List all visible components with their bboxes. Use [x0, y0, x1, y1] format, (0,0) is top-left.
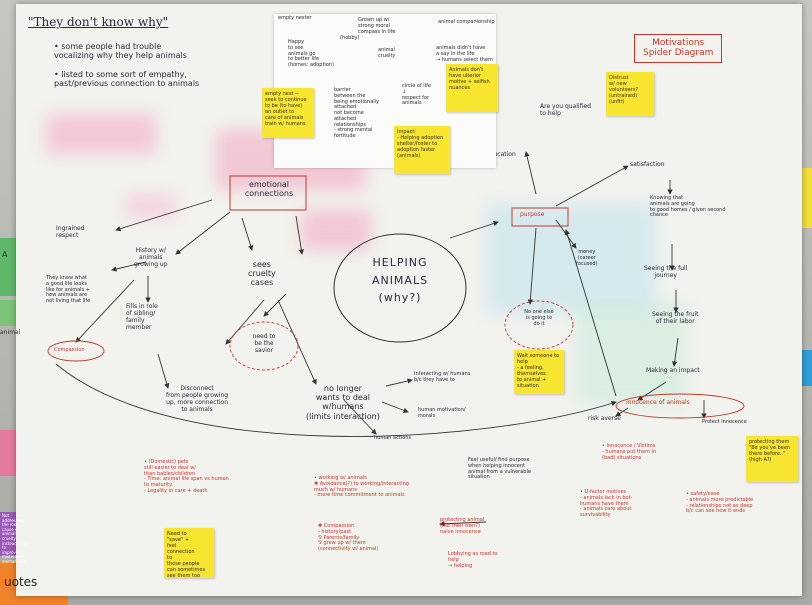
node-disconnect: Disconnect from people growing up, more …: [166, 385, 229, 413]
sticky-protecting: protecting them "Be you've been there be…: [746, 436, 798, 482]
node-innocence: innocence of animals: [626, 399, 690, 406]
node-knowing: Knowing that animals are going to good h…: [650, 195, 726, 219]
connector-arrows: [47, 151, 745, 527]
paper-companionship: animal companionship: [438, 19, 495, 25]
sticky-ulterior: Animals don't have ulterior motive + sel…: [446, 64, 498, 112]
note-innocence-victims: • Innocence / Victims - humans put them …: [602, 443, 657, 461]
node-purpose: purpose: [520, 211, 545, 218]
paper-empty-nester: empty nester: [278, 15, 312, 21]
edge-note-blue-right: [800, 350, 812, 386]
edge-note-green-2: [0, 300, 18, 326]
edge-text-animal: animal: [0, 329, 21, 336]
node-ingrained-respect: Ingrained respect: [56, 225, 85, 239]
node-seeing-journey: Seeing the full journey: [644, 265, 688, 279]
paper-cruelty: animal cruelty: [378, 47, 396, 59]
paper-barrier: barrier between the being emotionally at…: [334, 87, 379, 139]
note-compassion: ✱ Compassion - history/past ⅋ Parents/fa…: [318, 523, 379, 552]
node-education: education: [486, 151, 516, 158]
node-human-motivation: human motivation/ morals: [418, 407, 466, 419]
sticky-wait-someone: Wait someone to help - a feeling, themse…: [514, 350, 564, 394]
blue-wash-1: [486, 204, 656, 314]
edge-text-quotes: uotes: [4, 575, 38, 589]
node-human-actions: human actions: [374, 435, 412, 441]
node-feel-useful: Feel useful/ find purpose when helping i…: [468, 457, 531, 481]
note-protecting: protecting animal (not their own?) naive…: [440, 517, 485, 535]
edge-note-yellow-right: [802, 168, 812, 228]
node-risk-averse: risk averse: [588, 415, 621, 422]
note-domestic: • (Domestic) pets still easier to deal w…: [144, 459, 229, 494]
header-bullet-1: • some people had trouble vocalizing why…: [54, 42, 187, 61]
note-safety: • safety/ease - animals more predictable…: [686, 491, 754, 515]
node-qualified: Are you qualified to help: [540, 103, 591, 117]
edge-note-green: [0, 238, 18, 296]
paper-happy: Happy to see animals go to better life (…: [288, 39, 335, 68]
sticky-empty-nest: empty nest -- seek to continue to be (to…: [262, 88, 314, 138]
green-wash-1: [576, 304, 686, 404]
node-satisfaction: satisfaction: [630, 161, 665, 168]
node-no-one-else: No one else is going to do it: [524, 309, 554, 327]
note-lobbying: Lobbying as road to help → helping: [448, 551, 498, 569]
note-u-factor: • U-factor motives - animals lack in bot…: [580, 489, 633, 518]
edge-text-root-cause: Not addressing the root cause of animal …: [2, 513, 27, 564]
node-money: money (career focused): [576, 249, 598, 267]
center-node: HELPING ANIMALS (why?): [371, 256, 429, 305]
paper-no-say: animals didn't have a say in the life → …: [436, 45, 493, 63]
pink-wash-3: [301, 210, 371, 250]
node-compassion: Compassion: [54, 347, 85, 353]
node-emotional-connections: emotional connections: [244, 180, 294, 199]
node-fills-role: Fills in role of sibling/ family member: [126, 303, 158, 331]
node-making-impact: Making an impact: [646, 367, 700, 374]
pink-wash-1: [46, 114, 156, 154]
paper-circle-of-life: circle of life ↓ respect for animals: [402, 83, 431, 107]
note-working: • working w/ animals ✱ Avoidance(?) to w…: [314, 475, 409, 499]
node-no-longer: no longer wants to deal w/humans (limits…: [306, 384, 380, 421]
diagram-title: Motivations Spider Diagram: [634, 34, 723, 63]
node-history: History w/ animals growing up: [134, 247, 168, 268]
header-bullet-2: • listed to some sort of empathy, past/p…: [54, 70, 200, 89]
sticky-distrust: Distrust w/ new volunteers? (untrained) …: [606, 72, 654, 116]
node-interacting: Interacting w/ humans b/c they have to: [414, 371, 471, 383]
header-title: "They don't know why": [28, 15, 169, 29]
edge-note-pink: [0, 430, 16, 476]
sticky-impact: Impact: - Helping adoption shelter/foste…: [394, 126, 450, 174]
node-need-savior: need to be the savior: [252, 333, 276, 354]
node-they-know: They know what a good life looks like fo…: [46, 275, 91, 304]
sticky-need-save: Need to "save" + feel connection to thos…: [164, 528, 214, 579]
edge-text-a: A: [2, 250, 8, 259]
node-seeing-fruit: Seeing the fruit of their labor: [652, 311, 699, 325]
node-protect-innocence: Protect innocence: [702, 419, 747, 425]
paper-moral-compass: Grown up w/ strong moral compass in life: [358, 17, 396, 35]
poster-sheet: "They don't know why" • some people had …: [16, 4, 802, 596]
paper-hobby: (hobby): [340, 35, 360, 41]
node-sees-cruelty: sees cruelty cases: [248, 260, 276, 288]
